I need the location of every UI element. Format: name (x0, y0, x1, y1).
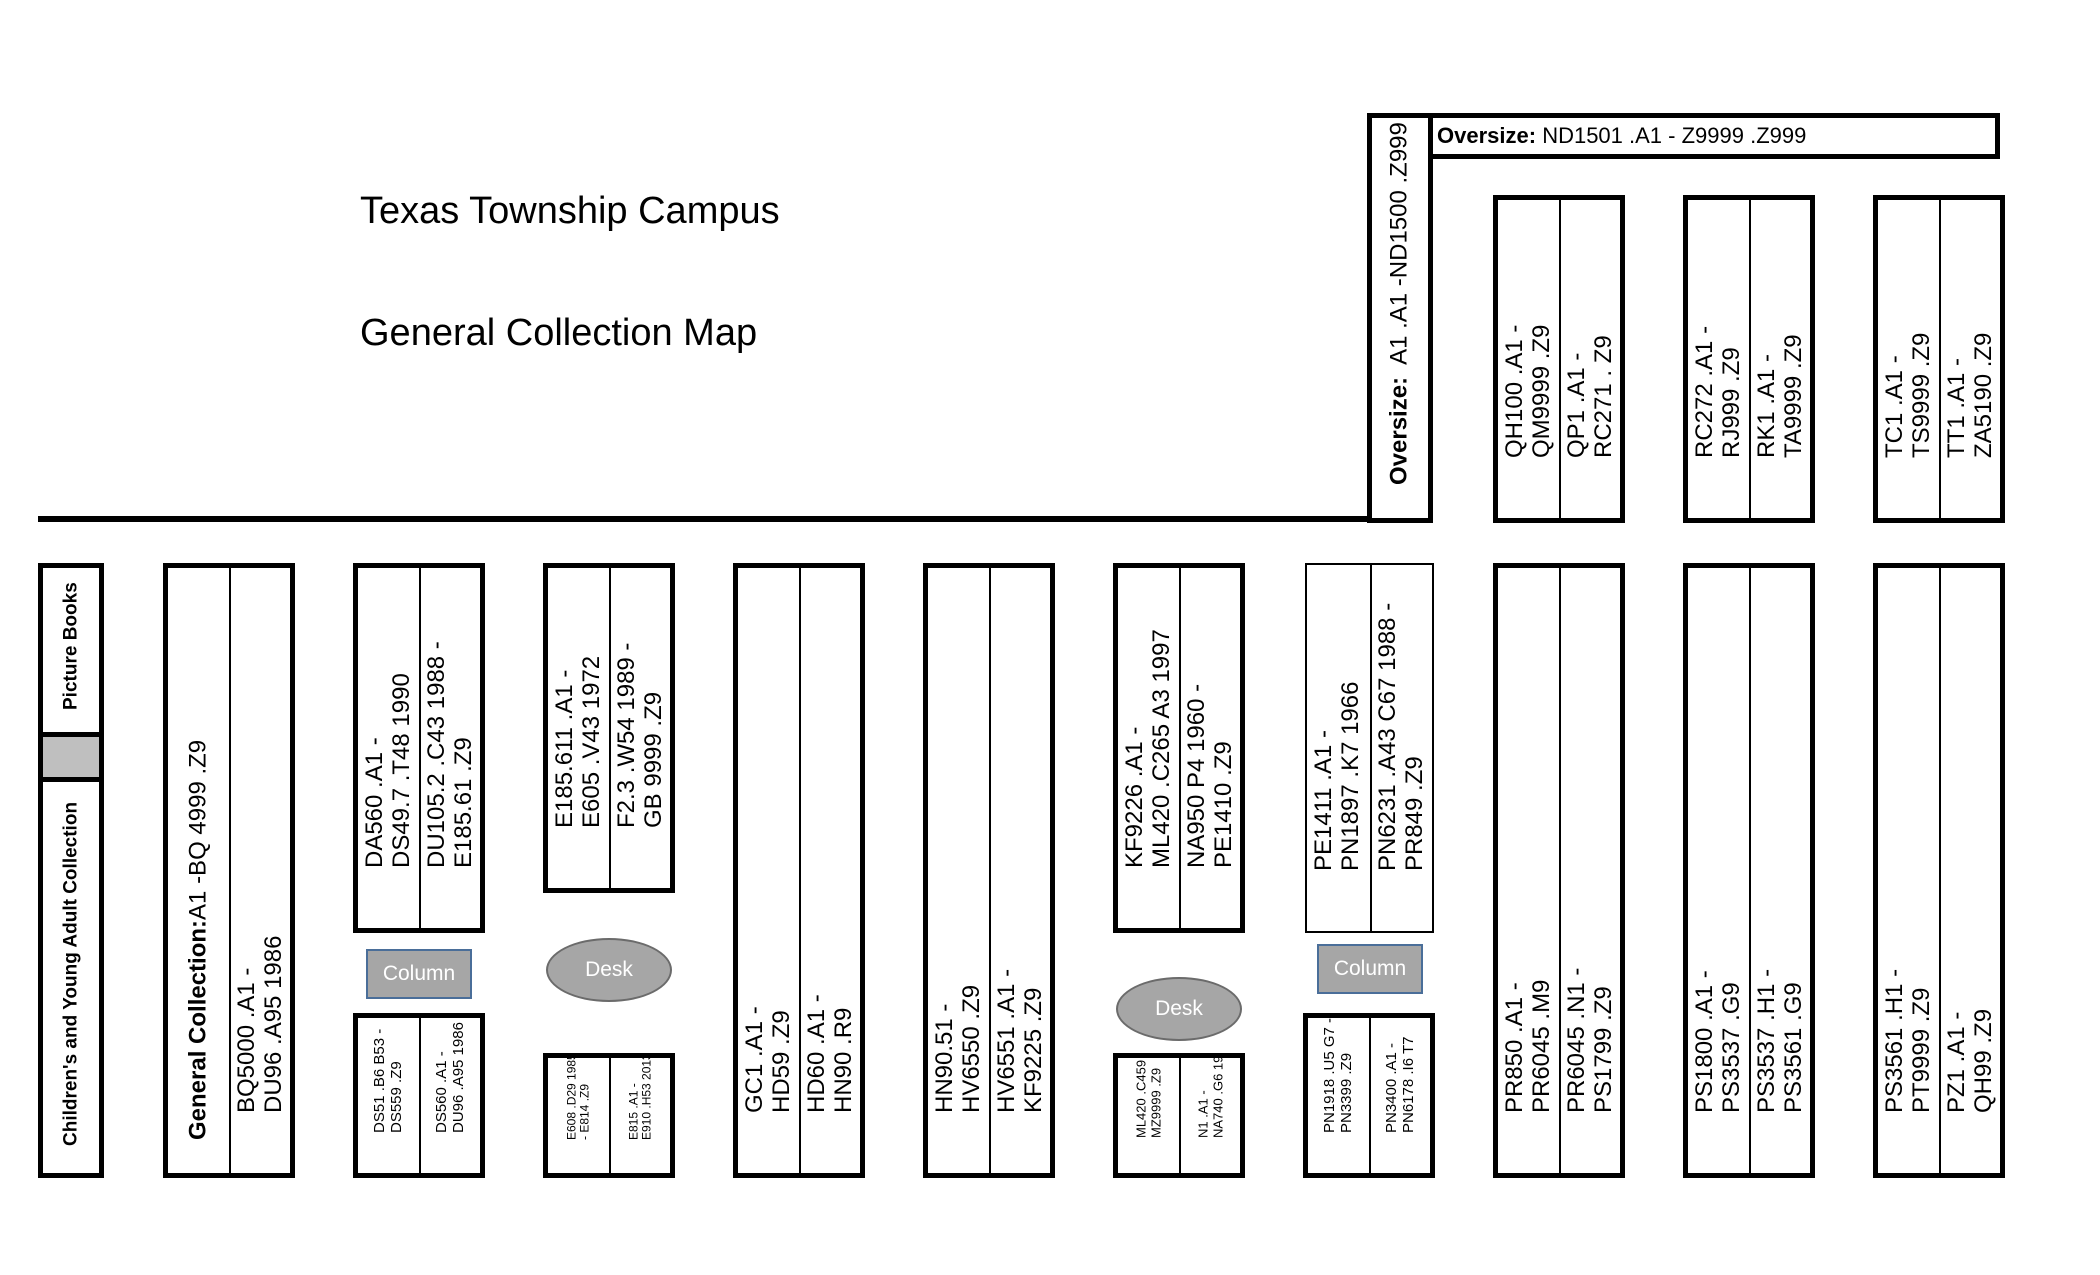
stack-range: HD60 .A1 - HN90 .R9 (802, 994, 857, 1114)
stack-range: PN6231 .A43 C67 1988 - PR849 .Z9 (1373, 603, 1428, 872)
column-fixture: Column (1317, 944, 1423, 994)
stack-range: PZ1 .A1 - QH99 .Z9 (1942, 1009, 1997, 1114)
childrens-collection-box: Picture Books Children's and Young Adult… (38, 563, 104, 1178)
stack-hn: HN90.51 - HV6550 .Z9 HV6551 .A1 - KF9225… (923, 563, 1055, 1178)
oversize-top-range: ND1501 .A1 - Z9999 .Z999 (1542, 123, 1807, 148)
desk-fixture: Desk (546, 938, 672, 1002)
stack-range: DA560 .A1 - DS49.7 .T48 1990 (360, 673, 415, 869)
stack-range: PN3400 .A1 - PN6178 .I6 T7 (1382, 1036, 1417, 1134)
stack-range: HV6551 .A1 - KF9225 .Z9 (992, 969, 1047, 1114)
stack-range: DU105.2 .C43 1988 - E185.61 .Z9 (422, 641, 477, 869)
stack-range: GC1 .A1 - HD59 .Z9 (740, 1006, 795, 1114)
stack-range: KF9226 .A1 - ML420 .C265 A3 1997 (1120, 629, 1175, 869)
stack-range: N1 .A1 - NA740 .G6 1966 (1194, 1053, 1225, 1138)
stack-ps: PS1800 .A1 - PS3537 .G9 PS3537 .H1 - PS3… (1683, 563, 1815, 1178)
stack-range: E608 .D29 1985 - E814 .Z9 (564, 1053, 592, 1141)
stack-range: RK1 .A1 - TA9999 .Z9 (1752, 334, 1807, 459)
divider-block (43, 732, 99, 782)
childrens-collection-label: Children's and Young Adult Collection (60, 801, 82, 1146)
oversize-vertical-box: Oversize: A1 .A1 -ND1500 .Z999 (1367, 113, 1433, 523)
stack-range: PE1411 .A1 - PN1897 .K7 1966 (1310, 681, 1365, 872)
oversize-top-box: Oversize: ND1501 .A1 - Z9999 .Z999 (1424, 113, 2000, 159)
general-collection-text: General Collection:A1 -BQ 4999 .Z9 (184, 739, 212, 1141)
upper-stack-2: RC272 .A1 - RJ999 .Z9 RK1 .A1 - TA9999 .… (1683, 195, 1815, 523)
stack-range: TT1 .A1 - ZA5190 .Z9 (1942, 332, 1997, 459)
stack-range: PS1800 .A1 - PS3537 .G9 (1690, 970, 1745, 1114)
picture-books-label: Picture Books (60, 581, 82, 710)
upper-stack-1: QH100 .A1 - QM9999 .Z9 QP1 .A1 - RC271 .… (1493, 195, 1625, 523)
stack-range: HN90.51 - HV6550 .Z9 (930, 985, 985, 1114)
column-fixture: Column (366, 949, 472, 999)
stack-e-upper: E185.611 .A1 - E605 .V43 1972 F2.3 .W54 … (543, 563, 675, 893)
stack-range: PS3537 .H1 - PS3561 .G9 (1752, 969, 1807, 1114)
stack-range: PR6045 .N1 - PS1799 .Z9 (1562, 967, 1617, 1114)
stack-range: NA950 P4 1960 - PE1410 .Z9 (1182, 684, 1237, 869)
stack-range: QP1 .A1 - RC271 . Z9 (1562, 335, 1617, 459)
stack-range: DS51 .B6 B53 - DS559 .Z9 (370, 1029, 405, 1134)
stack-ds-lower: DS51 .B6 B53 - DS559 .Z9 DS560 .A1 - DU9… (353, 1013, 485, 1178)
campus-title: Texas Township Campus (360, 190, 780, 232)
general-collection-box: General Collection:A1 -BQ 4999 .Z9 BQ500… (163, 563, 295, 1178)
map-title: General Collection Map (360, 312, 758, 354)
stack-range: F2.3 .W54 1989 - GB 9999 .Z9 (612, 642, 667, 829)
stack-e-lower: E608 .D29 1985 - E814 .Z9 E815 .A1 - E91… (543, 1053, 675, 1178)
wall-line (38, 516, 1372, 522)
stack-ml-lower: ML420 .C459 A3 - MZ9999 .Z9 N1 .A1 - NA7… (1113, 1053, 1245, 1178)
upper-stack-3: TC1 .A1 - TS9999 .Z9 TT1 .A1 - ZA5190 .Z… (1873, 195, 2005, 523)
stack-range: E185.611 .A1 - E605 .V43 1972 (550, 656, 605, 829)
stack-kf-upper: KF9226 .A1 - ML420 .C265 A3 1997 NA950 P… (1113, 563, 1245, 933)
stack-da-upper: DA560 .A1 - DS49.7 .T48 1990 DU105.2 .C4… (353, 563, 485, 933)
stack-range: BQ5000 .A1 - DU96 .A95 1986 (232, 935, 287, 1114)
stack-range: ML420 .C459 A3 - MZ9999 .Z9 (1132, 1059, 1163, 1138)
stack-range: QH100 .A1 - QM9999 .Z9 (1500, 324, 1555, 459)
stack-range: PR850 .A1 - PR6045 .M9 (1500, 979, 1555, 1114)
oversize-vertical-text: Oversize: A1 .A1 -ND1500 .Z999 (1385, 122, 1413, 486)
stack-pe-upper: PE1411 .A1 - PN1897 .K7 1966 PN6231 .A43… (1305, 563, 1434, 933)
stack-range: TC1 .A1 - TS9999 .Z9 (1880, 332, 1935, 459)
stack-pr: PR850 .A1 - PR6045 .M9 PR6045 .N1 - PS17… (1493, 563, 1625, 1178)
stack-range: DS560 .A1 - DU96 .A95 1986 (432, 1022, 467, 1134)
stack-pt: PS3561 .H1 - PT9999 .Z9 PZ1 .A1 - QH99 .… (1873, 563, 2005, 1178)
oversize-top-label: Oversize: (1437, 123, 1537, 148)
stack-range: RC272 .A1 - RJ999 .Z9 (1690, 326, 1745, 459)
desk-fixture: Desk (1116, 977, 1242, 1041)
stack-gc: GC1 .A1 - HD59 .Z9 HD60 .A1 - HN90 .R9 (733, 563, 865, 1178)
stack-range: E815 .A1 - E910 .H53 2013 (626, 1053, 654, 1141)
stack-pn-lower: PN1918 .U5 G7 - PN3399 .Z9 PN3400 .A1 - … (1303, 1013, 1435, 1178)
stack-range: PN1918 .U5 G7 - PN3399 .Z9 (1320, 1018, 1355, 1134)
stack-range: PS3561 .H1 - PT9999 .Z9 (1880, 969, 1935, 1114)
